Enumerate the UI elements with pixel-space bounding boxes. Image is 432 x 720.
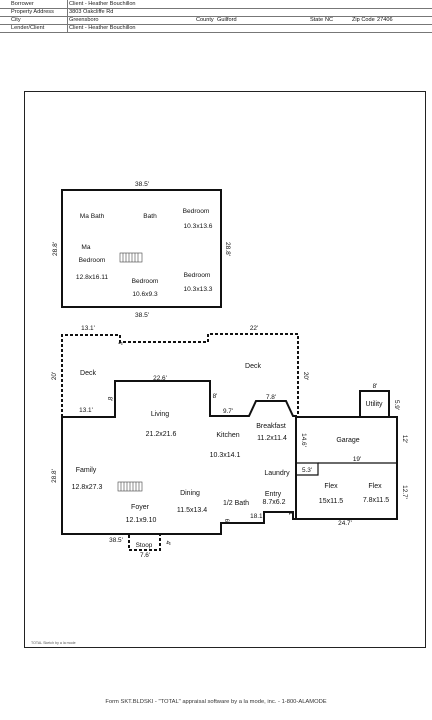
deck-left-label: Deck bbox=[80, 370, 96, 377]
entry-size: 8.7x6.2 bbox=[263, 499, 286, 506]
family-size: 12.8x27.3 bbox=[72, 484, 103, 491]
dim-1: 1' bbox=[287, 512, 294, 517]
city-row: City Greensboro County Guilford State NC… bbox=[0, 16, 432, 25]
dim-4-stoop: 4' bbox=[164, 541, 171, 546]
city-label: City bbox=[11, 17, 21, 23]
address-row: Property Address 3803 Oakcliffe Rd bbox=[0, 8, 432, 17]
upper-stairs-icon bbox=[119, 252, 143, 263]
bedroom-br-label: Bedroom bbox=[184, 272, 211, 279]
upper-dim-top: 38.5' bbox=[135, 181, 149, 188]
family-label: Family bbox=[76, 467, 97, 474]
footer-text: Form SKT.BLDSKI - "TOTAL" appraisal soft… bbox=[105, 699, 327, 705]
dim-7-8: 7.8' bbox=[266, 394, 276, 401]
half-bath-label: 1/2 Bath bbox=[223, 500, 249, 507]
flex1-label: Flex bbox=[324, 483, 338, 490]
main-stairs-icon bbox=[117, 481, 143, 492]
address-label: Property Address bbox=[11, 9, 54, 15]
foyer-label: Foyer bbox=[131, 504, 150, 511]
bedroom-mid-size: 10.6x9.3 bbox=[132, 291, 158, 298]
sketch-sheet bbox=[24, 91, 426, 648]
dim-28-8: 28.8' bbox=[51, 469, 58, 483]
utility-outline bbox=[359, 390, 390, 418]
city-value: Greensboro bbox=[69, 17, 99, 23]
dim-14-6: 14.6' bbox=[300, 433, 307, 447]
ma-bedroom-size: 12.8x16.11 bbox=[76, 274, 108, 281]
dim-5-9: 5.9' bbox=[393, 400, 400, 410]
upper-dim-right: 28.8' bbox=[224, 242, 231, 256]
living-label: Living bbox=[151, 411, 169, 418]
upper-dim-left: 28.8' bbox=[52, 242, 59, 256]
lender-value: Client - Heather Bouchillon bbox=[69, 25, 136, 31]
lender-label: Lender/Client bbox=[11, 25, 45, 31]
foyer-size: 12.1x9.10 bbox=[126, 517, 157, 524]
address-value: 3803 Oakcliffe Rd bbox=[69, 9, 114, 15]
flex2-label: Flex bbox=[368, 483, 382, 490]
bedroom-tr-size: 10.3x13.6 bbox=[184, 223, 213, 230]
ma-bath-label: Ma Bath bbox=[80, 213, 105, 220]
bath-label: Bath bbox=[143, 213, 157, 220]
laundry-label: Laundry bbox=[264, 470, 290, 477]
dim-8-a: 8' bbox=[106, 397, 113, 402]
dim-24-7: 24.7' bbox=[338, 520, 352, 527]
dim-9-7: 9.7' bbox=[223, 408, 233, 415]
kitchen-label: Kitchen bbox=[216, 432, 239, 439]
dim-20-right: 20' bbox=[302, 372, 309, 380]
deck-outline bbox=[61, 333, 299, 417]
borrower-label: Borrower bbox=[11, 1, 34, 7]
upper-level-outline bbox=[61, 189, 222, 308]
zip-value: 27406 bbox=[377, 17, 393, 23]
ma-bedroom-label: Bedroom bbox=[79, 257, 106, 264]
breakfast-label: Breakfast bbox=[256, 423, 286, 430]
dim-22: 22' bbox=[250, 325, 258, 332]
dining-size: 11.5x13.4 bbox=[177, 507, 207, 514]
breakfast-size: 11.2x11.4 bbox=[257, 435, 287, 442]
lender-row: Lender/Client Client - Heather Bouchillo… bbox=[0, 24, 432, 33]
dining-label: Dining bbox=[180, 490, 200, 497]
flex1-size: 15x11.5 bbox=[319, 498, 343, 505]
bedroom-br-size: 10.3x13.3 bbox=[184, 286, 213, 293]
dim-8-util: 8' bbox=[373, 383, 378, 390]
bedroom-mid-label: Bedroom bbox=[132, 278, 159, 285]
dim-12-a: 12' bbox=[401, 435, 408, 443]
entry-label: Entry bbox=[265, 491, 282, 498]
dim-8-b: 8' bbox=[213, 393, 218, 400]
ma-label: Ma bbox=[81, 244, 90, 251]
dim-4-top: 4' bbox=[116, 341, 123, 346]
garage-label: Garage bbox=[336, 437, 359, 444]
laundry-wall bbox=[296, 462, 319, 476]
dim-22-6: 22.6' bbox=[153, 375, 167, 382]
borrower-value: Client - Heather Bouchillon bbox=[69, 1, 136, 7]
dim-19: 19' bbox=[353, 456, 361, 463]
living-size: 21.2x21.6 bbox=[146, 431, 177, 438]
utility-label: Utility bbox=[365, 401, 383, 408]
dim-7-6: 7.6' bbox=[140, 552, 150, 559]
county-value: Guilford bbox=[217, 17, 237, 23]
dim-6: 6' bbox=[223, 519, 230, 524]
state-label: State bbox=[310, 17, 324, 23]
stoop-label: Stoop bbox=[136, 542, 153, 549]
dim-12-7: 12.7' bbox=[401, 485, 408, 499]
flex2-size: 7.8x11.5 bbox=[363, 497, 389, 504]
zip-label: Zip Code bbox=[352, 17, 375, 23]
state-value: NC bbox=[325, 17, 334, 23]
upper-dim-bottom: 38.5' bbox=[135, 312, 149, 319]
borrower-row: Borrower Client - Heather Bouchillon bbox=[0, 0, 432, 9]
garage-outline bbox=[295, 416, 398, 520]
county-label: County bbox=[196, 17, 214, 23]
dim-5-3: 5.3' bbox=[302, 467, 312, 474]
dim-20-left: 20' bbox=[51, 372, 58, 380]
stoop-outline bbox=[128, 533, 161, 551]
bedroom-tr-label: Bedroom bbox=[183, 208, 210, 215]
sketch-note: TOTAL Sketch by a la mode bbox=[31, 641, 76, 645]
dim-38-5: 38.5' bbox=[109, 537, 123, 544]
kitchen-size: 10.3x14.1 bbox=[210, 452, 241, 459]
dim-13-1-top: 13.1' bbox=[81, 325, 95, 332]
deck-right-label: Deck bbox=[245, 363, 261, 370]
dim-18-1: 18.1' bbox=[250, 513, 264, 520]
dim-13-1: 13.1' bbox=[79, 407, 93, 414]
